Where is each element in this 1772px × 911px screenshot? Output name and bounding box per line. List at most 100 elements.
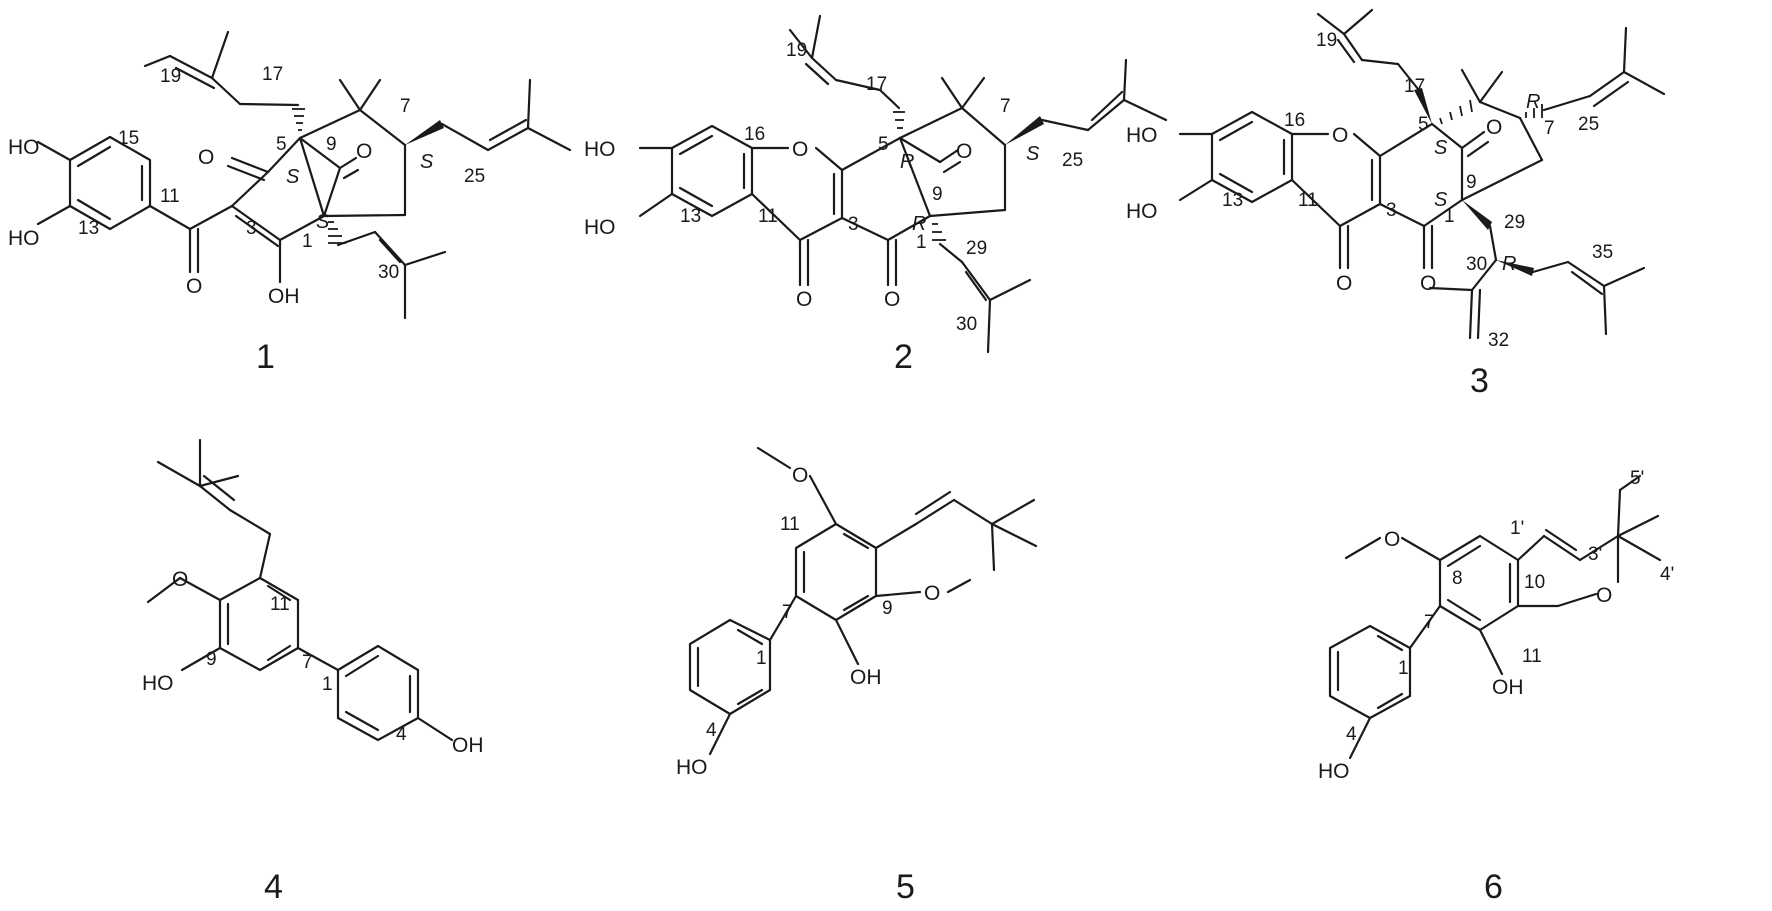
c1-num-17: 17 xyxy=(262,64,283,85)
c2-num-11: 11 xyxy=(758,206,778,227)
c3-num-5: 5 xyxy=(1418,114,1429,135)
c4-atom-o: O xyxy=(172,568,188,591)
c6-num-4: 4 xyxy=(1346,724,1357,745)
c3-num-9: 9 xyxy=(1466,172,1477,193)
c1-atom-ho-2: HO xyxy=(8,227,40,250)
c1-atom-oh: OH xyxy=(268,285,300,308)
c6-num-4prime: 4' xyxy=(1660,564,1674,585)
c1-num-11: 11 xyxy=(160,186,180,207)
c2-num-9: 9 xyxy=(932,184,943,205)
c1-stereo-5: S xyxy=(286,166,300,188)
hash-bond-c2-5 xyxy=(893,111,905,129)
c2-num-1: 1 xyxy=(916,232,927,253)
c6-atom-o-ring: O xyxy=(1596,584,1612,607)
c3-num-13: 13 xyxy=(1222,190,1243,211)
c2-num-19: 19 xyxy=(786,40,807,61)
c2-num-3: 3 xyxy=(848,214,859,235)
c2-atom-o-10: O xyxy=(796,288,812,311)
c5-num-7: 7 xyxy=(782,602,793,623)
compound-3-structure xyxy=(1178,8,1666,340)
c6-num-7: 7 xyxy=(1424,612,1435,633)
compound-5-structure xyxy=(688,446,1038,756)
c1-num-5: 5 xyxy=(276,134,287,155)
c5-atom-o-ring: O xyxy=(924,582,940,605)
c3-atom-o-2: O xyxy=(1420,272,1436,295)
c3-num-17: 17 xyxy=(1404,76,1425,97)
c1-stereo-1: S xyxy=(316,211,330,233)
c5-atom-o-methoxy: O xyxy=(792,464,808,487)
c1-atom-o-2: O xyxy=(356,140,372,163)
c1-num-7: 7 xyxy=(400,96,411,117)
c3-num-1: 1 xyxy=(1444,206,1455,227)
c1-num-19: 19 xyxy=(160,66,181,87)
c3-num-32: 32 xyxy=(1488,330,1509,351)
c1-num-13: 13 xyxy=(78,218,99,239)
c2-num-25: 25 xyxy=(1062,150,1083,171)
c2-atom-ho-2: HO xyxy=(584,216,616,239)
c5-num-9: 9 xyxy=(882,598,893,619)
c1-num-15: 15 xyxy=(118,128,139,149)
c6-atom-oh: OH xyxy=(1492,676,1524,699)
c2-num-17: 17 xyxy=(866,74,887,95)
c3-atom-o-ring: O xyxy=(1332,124,1348,147)
c3-num-29: 29 xyxy=(1504,212,1525,233)
c3-num-19: 19 xyxy=(1316,30,1337,51)
c3-num-11: 11 xyxy=(1298,190,1318,211)
c4-num-9: 9 xyxy=(206,649,217,670)
c1-num-30: 30 xyxy=(378,262,399,283)
c5-atom-oh: OH xyxy=(850,666,882,689)
c6-num-3prime: 3' xyxy=(1588,544,1602,565)
compound-5-label: 5 xyxy=(896,868,915,906)
c2-stereo-1: R xyxy=(912,213,926,235)
c3-num-7: 7 xyxy=(1544,118,1555,139)
c3-atom-ho-2: HO xyxy=(1126,200,1158,223)
c2-atom-ho-1: HO xyxy=(584,138,616,161)
hash-bond-c1 xyxy=(328,221,346,244)
c2-num-7: 7 xyxy=(1000,96,1011,117)
c2-atom-o-ring: O xyxy=(792,138,808,161)
c2-stereo-5: R xyxy=(900,151,914,173)
compound-6-structure xyxy=(1328,474,1662,760)
c1-num-25: 25 xyxy=(464,166,485,187)
c2-num-5: 5 xyxy=(878,134,889,155)
hash-bond-c3-7 xyxy=(1525,104,1543,118)
c3-stereo-1: S xyxy=(1434,189,1448,211)
compound-4-label: 4 xyxy=(264,868,283,906)
c6-num-8: 8 xyxy=(1452,568,1463,589)
c2-num-13: 13 xyxy=(680,206,701,227)
c3-num-3: 3 xyxy=(1386,200,1397,221)
c2-num-30: 30 xyxy=(956,314,977,335)
c6-atom-ho: HO xyxy=(1318,760,1350,783)
c3-atom-o-10: O xyxy=(1336,272,1352,295)
c2-stereo-7: S xyxy=(1026,143,1040,165)
c3-atom-ho-1: HO xyxy=(1126,124,1158,147)
c1-num-1: 1 xyxy=(302,231,313,252)
c1-atom-o-1: O xyxy=(198,146,214,169)
c6-num-5prime: 5' xyxy=(1630,468,1644,489)
c6-num-10: 10 xyxy=(1524,572,1545,593)
c4-num-7: 7 xyxy=(302,652,313,673)
c3-num-30: 30 xyxy=(1466,254,1487,275)
c1-stereo-7: S xyxy=(420,151,434,173)
c6-atom-o-methoxy: O xyxy=(1384,528,1400,551)
c5-atom-ho: HO xyxy=(676,756,708,779)
hash-bond-c2-1 xyxy=(932,223,946,241)
compound-1-label: 1 xyxy=(256,338,275,376)
c6-num-1: 1 xyxy=(1398,658,1409,679)
c4-atom-oh: OH xyxy=(452,734,484,757)
hash-bond-c3-5 xyxy=(1439,99,1473,125)
compound-6-label: 6 xyxy=(1484,868,1503,906)
c4-num-4: 4 xyxy=(396,724,407,745)
c5-num-11: 11 xyxy=(780,514,800,535)
c6-num-1prime: 1' xyxy=(1510,518,1524,539)
c1-atom-o-3: O xyxy=(186,275,202,298)
c2-atom-o-9: O xyxy=(956,140,972,163)
c4-num-11: 11 xyxy=(270,594,290,615)
c1-num-9: 9 xyxy=(326,134,337,155)
c3-atom-o-9: O xyxy=(1486,116,1502,139)
hash-bond-c5 xyxy=(292,108,305,131)
c1-num-3: 3 xyxy=(246,218,257,239)
c2-atom-o-2: O xyxy=(884,288,900,311)
